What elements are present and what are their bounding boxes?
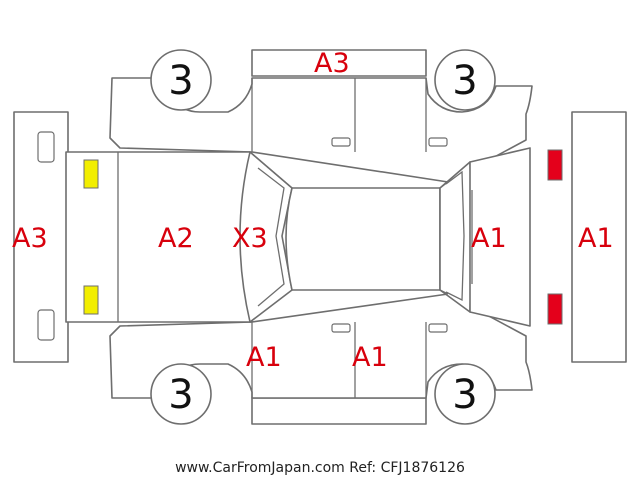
bottom-sill-strip	[251, 397, 427, 425]
damage-code-front-bumper: A1	[578, 223, 614, 254]
wheel-front-left: 3	[434, 49, 496, 111]
damage-code-front-door: A1	[352, 342, 388, 373]
top-roof-strip	[251, 49, 427, 77]
rear-lamp-top	[83, 159, 99, 189]
rear-bumper	[13, 111, 69, 363]
wheel-number: 3	[452, 372, 477, 418]
front-lamp-top	[547, 149, 563, 181]
wheel-number: 3	[452, 58, 477, 104]
wheel-rear-right: 3	[150, 363, 212, 425]
damage-code-roof-top: A3	[314, 48, 350, 79]
damage-code-trunk: A2	[158, 223, 194, 254]
wheel-number: 3	[168, 372, 193, 418]
damage-code-hood: A1	[471, 223, 507, 254]
footer-reference: www.CarFromJapan.com Ref: CFJ1876126	[175, 460, 465, 476]
wheel-rear-left: 3	[150, 49, 212, 111]
rear-lamps	[83, 159, 99, 315]
lower-side-panel	[109, 293, 533, 399]
upper-side-panel	[109, 77, 533, 183]
front-lamps	[547, 149, 563, 325]
top-view-body	[65, 147, 531, 327]
damage-code-rear-door: A1	[246, 342, 282, 373]
damage-code-rear-glass: X3	[232, 223, 268, 254]
front-bumper	[571, 111, 627, 363]
wheel-front-right: 3	[434, 363, 496, 425]
front-lamp-bottom	[547, 293, 563, 325]
wheel-number: 3	[168, 58, 193, 104]
rear-lamp-bottom	[83, 285, 99, 315]
damage-code-rear-bumper: A3	[12, 223, 48, 254]
